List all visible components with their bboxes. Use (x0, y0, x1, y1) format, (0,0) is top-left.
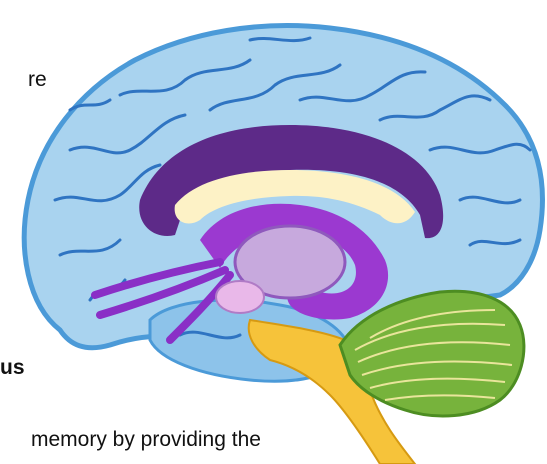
section-heading-fragment: us (0, 357, 25, 378)
hypothalamus (216, 281, 264, 313)
body-text-fragment: memory by providing the (31, 429, 261, 450)
text-fragment-top: re (28, 69, 47, 90)
